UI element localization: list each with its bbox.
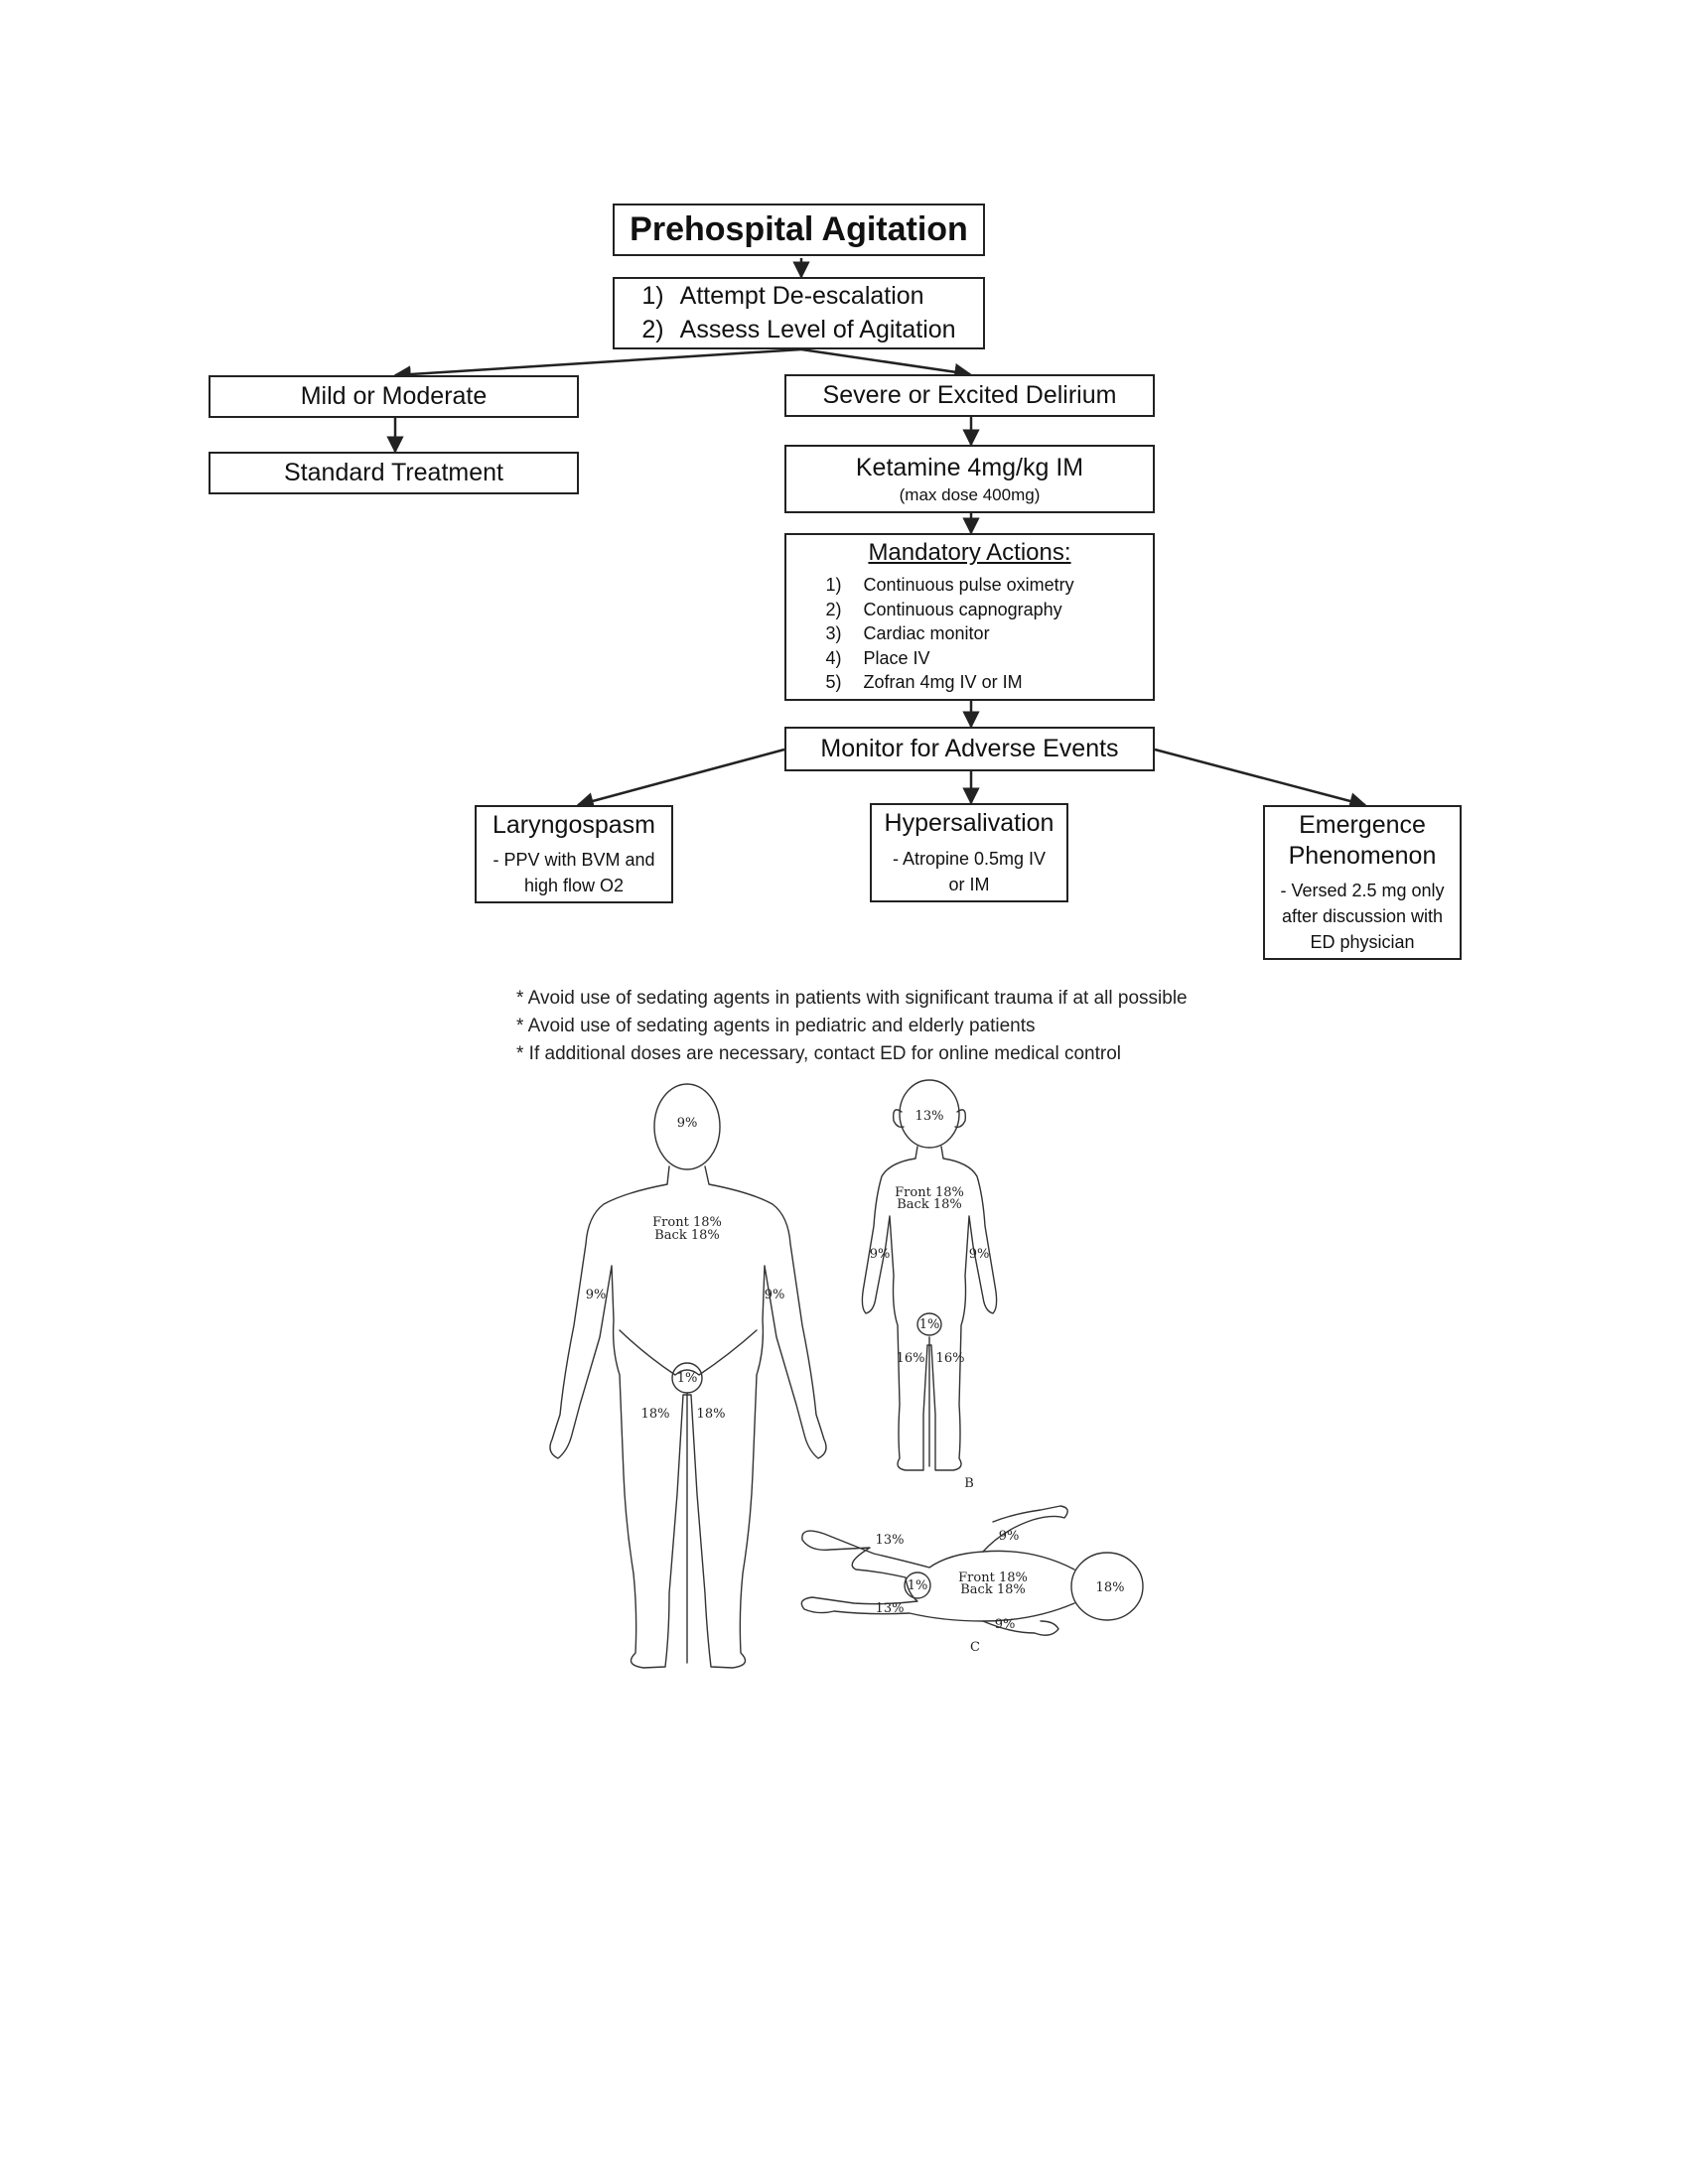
ketamine-box: Ketamine 4mg/kg IM (max dose 400mg) <box>784 445 1155 513</box>
infant-body-outline <box>800 1505 1144 1636</box>
laryngospasm-box: Laryngospasm - PPV with BVM and high flo… <box>475 805 673 903</box>
mandatory-action: 5)Zofran 4mg IV or IM <box>825 672 1023 693</box>
initial-step: 2)Assess Level of Agitation <box>641 316 956 343</box>
hypersalivation-box: Hypersalivation - Atropine 0.5mg IV or I… <box>870 803 1068 902</box>
arrow-steps-to-severe <box>800 347 972 381</box>
infant-figure-letter: C <box>970 1640 980 1655</box>
child-arm-left-label: 9% <box>870 1247 891 1262</box>
infant-trunk-front-label: Front 18% <box>958 1570 1028 1585</box>
child-trunk-back-label: Back 18% <box>897 1197 962 1212</box>
burn-chart-figure: 9% Front 18% Back 18% 9% 9% 1% 18% 18% A… <box>549 1079 1144 1669</box>
child-leg-left-label: 16% <box>897 1351 925 1366</box>
mild-moderate-box: Mild or Moderate <box>209 375 579 418</box>
laryngospasm-title: Laryngospasm <box>492 810 655 839</box>
footnote: * Avoid use of sedating agents in pediat… <box>516 1016 1036 1036</box>
child-arm-right-label: 9% <box>969 1247 990 1262</box>
title-text: Prehospital Agitation <box>630 210 968 249</box>
child-figure-letter: B <box>964 1476 974 1491</box>
child-head-label: 13% <box>915 1109 944 1124</box>
child-body-outline <box>861 1079 998 1471</box>
emergence-title: Emergence Phenomenon <box>1288 810 1437 870</box>
severe-delirium-box: Severe or Excited Delirium <box>784 374 1155 417</box>
adult-head-label: 9% <box>677 1116 698 1131</box>
mild-moderate-label: Mild or Moderate <box>300 381 488 410</box>
arrow-steps-to-mild <box>393 347 802 383</box>
severe-delirium-label: Severe or Excited Delirium <box>822 380 1117 409</box>
arrow-monitor-to-emergence <box>1154 748 1367 810</box>
adult-body-outline <box>549 1083 827 1669</box>
infant-trunk-back-label: Back 18% <box>960 1582 1026 1597</box>
mandatory-actions-title: Mandatory Actions: <box>868 539 1071 567</box>
arrow-monitor-to-laryngospasm <box>576 748 785 810</box>
ketamine-dose: Ketamine 4mg/kg IM <box>855 454 1084 482</box>
infant-groin-marker <box>904 1571 931 1599</box>
infant-arm-bottom-label: 9% <box>995 1617 1016 1632</box>
infant-groin-label: 1% <box>908 1578 928 1593</box>
adult-groin-marker <box>671 1362 703 1394</box>
child-leg-right-label: 16% <box>936 1351 965 1366</box>
mandatory-action: 2)Continuous capnography <box>825 599 1062 619</box>
monitor-adverse-events-box: Monitor for Adverse Events <box>784 727 1155 771</box>
child-groin-marker <box>916 1312 942 1336</box>
monitor-label: Monitor for Adverse Events <box>820 734 1119 762</box>
infant-leg-bottom-label: 13% <box>876 1601 905 1616</box>
mandatory-actions-list: 1)Continuous pulse oximetry 2)Continuous… <box>826 572 1114 696</box>
adult-arm-right-label: 9% <box>765 1288 785 1302</box>
adult-leg-right-label: 18% <box>697 1407 726 1422</box>
footnote: * If additional doses are necessary, con… <box>516 1043 1122 1064</box>
standard-treatment-box: Standard Treatment <box>209 452 579 494</box>
adult-arm-left-label: 9% <box>586 1288 607 1302</box>
hypersalivation-treatment: - Atropine 0.5mg IV or IM <box>892 848 1047 894</box>
flowchart-title: Prehospital Agitation <box>613 204 985 256</box>
infant-leg-top-label: 13% <box>876 1533 905 1548</box>
mandatory-action: 1)Continuous pulse oximetry <box>825 575 1074 596</box>
footnotes: * Avoid use of sedating agents in patien… <box>516 985 1188 1068</box>
mandatory-action: 4)Place IV <box>825 647 930 668</box>
ketamine-max-dose: (max dose 400mg) <box>899 484 1041 504</box>
initial-steps-list: 1)Attempt De-escalation 2)Assess Level o… <box>641 278 955 349</box>
adult-trunk-front-label: Front 18% <box>652 1215 722 1230</box>
footnote: * Avoid use of sedating agents in patien… <box>516 988 1188 1009</box>
emergence-phenomenon-box: Emergence Phenomenon - Versed 2.5 mg onl… <box>1263 805 1462 960</box>
hypersalivation-title: Hypersalivation <box>884 809 1055 838</box>
standard-treatment-label: Standard Treatment <box>284 458 503 486</box>
infant-arm-top-label: 9% <box>999 1529 1020 1544</box>
child-trunk-front-label: Front 18% <box>895 1185 964 1200</box>
adult-trunk-back-label: Back 18% <box>654 1228 720 1243</box>
infant-head-label: 18% <box>1096 1580 1125 1595</box>
mandatory-action: 3)Cardiac monitor <box>825 623 990 644</box>
adult-leg-left-label: 18% <box>641 1407 670 1422</box>
adult-groin-label: 1% <box>677 1371 698 1386</box>
initial-steps-box: 1)Attempt De-escalation 2)Assess Level o… <box>613 277 985 349</box>
emergence-treatment: - Versed 2.5 mg only after discussion wi… <box>1280 881 1445 953</box>
initial-step: 1)Attempt De-escalation <box>641 281 924 310</box>
child-groin-label: 1% <box>919 1317 940 1332</box>
laryngospasm-treatment: - PPV with BVM and high flow O2 <box>492 850 655 896</box>
mandatory-actions-box: Mandatory Actions: 1)Continuous pulse ox… <box>784 533 1155 701</box>
